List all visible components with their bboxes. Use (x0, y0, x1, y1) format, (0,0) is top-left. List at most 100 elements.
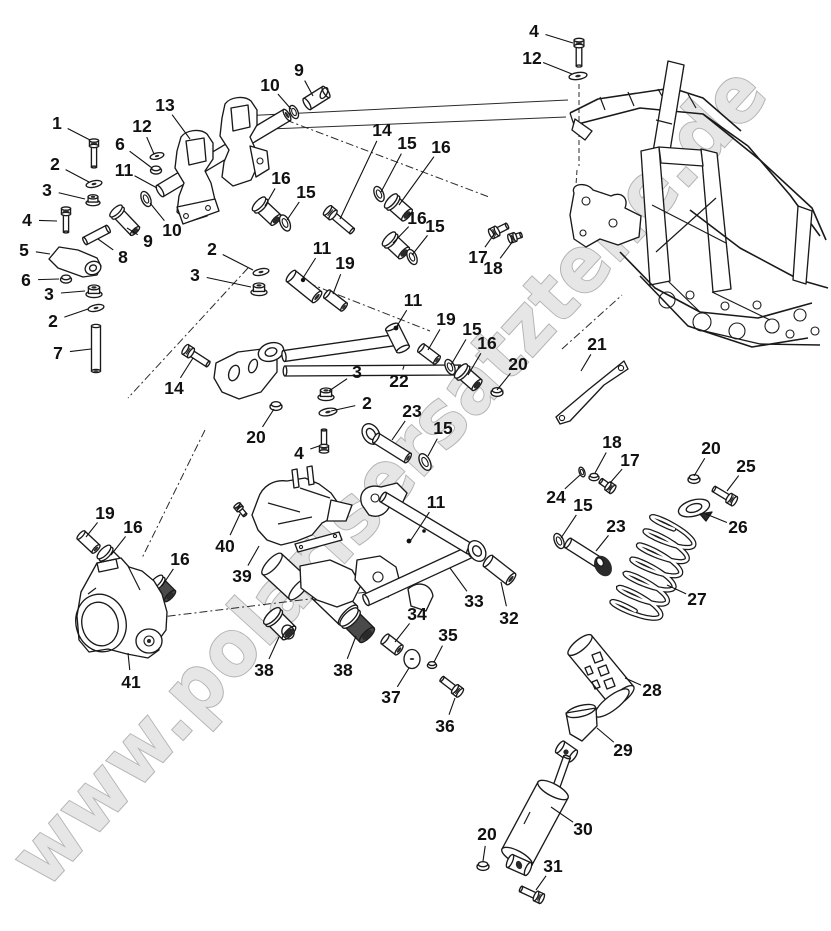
callout-label-37: 37 (381, 687, 400, 707)
callout-leader-4 (310, 445, 320, 450)
callout-label-23: 23 (402, 401, 422, 421)
callout-label-4: 4 (294, 443, 304, 463)
callout-label-9: 9 (143, 231, 153, 251)
callout-leader-18 (499, 240, 514, 259)
callout-label-34: 34 (407, 604, 427, 624)
callout-label-19: 19 (335, 253, 355, 273)
callout-leader-4 (545, 34, 574, 44)
callout-leader-16 (161, 568, 174, 587)
callout-leader-11 (302, 257, 317, 279)
callout-leader-3 (206, 276, 252, 288)
callout-leader-14 (179, 357, 194, 379)
callout-leader-37 (396, 667, 410, 688)
callout-label-28: 28 (642, 680, 662, 700)
callout-leader-23 (391, 420, 406, 441)
callout-leader-29 (596, 727, 615, 743)
callout-leader-39 (247, 545, 260, 566)
callout-leader-20 (693, 457, 706, 477)
callout-leader-4 (38, 219, 58, 222)
callout-label-19: 19 (95, 503, 115, 523)
callout-leader-35 (433, 645, 443, 663)
callout-leader-33 (449, 567, 468, 592)
callout-label-15: 15 (296, 182, 316, 202)
callout-label-20: 20 (701, 438, 721, 458)
callout-label-21: 21 (587, 334, 607, 354)
callout-label-40: 40 (215, 536, 235, 556)
callout-label-20: 20 (508, 354, 528, 374)
callout-leader-15 (380, 153, 402, 193)
callout-leader-20 (496, 372, 511, 391)
callout-leader-lines (35, 34, 740, 891)
callout-leader-16 (110, 536, 127, 556)
callout-leader-15 (560, 514, 577, 539)
callout-leader-12 (542, 61, 573, 75)
callout-leader-10 (149, 202, 165, 222)
callout-label-7: 7 (53, 343, 63, 363)
callout-leader-2 (65, 169, 90, 183)
callout-leader-16 (398, 156, 435, 206)
callout-leader-24 (564, 474, 581, 490)
callout-label-11: 11 (115, 160, 134, 180)
callout-label-16: 16 (477, 333, 497, 353)
callout-label-15: 15 (397, 133, 417, 153)
callout-label-38: 38 (333, 660, 353, 680)
callout-label-17: 17 (468, 247, 487, 267)
callout-leader-38 (346, 635, 357, 659)
callout-label-33: 33 (464, 591, 484, 611)
callout-leader-11 (410, 511, 430, 541)
callout-leader-25 (726, 475, 740, 492)
callout-leader-14 (339, 140, 378, 220)
callout-label-3: 3 (44, 284, 54, 304)
callout-leader-11 (134, 175, 158, 189)
callout-leader-31 (535, 875, 547, 891)
callout-leader-17 (484, 232, 496, 248)
callout-label-12: 12 (132, 116, 152, 136)
callout-label-29: 29 (613, 740, 633, 760)
callout-leader-41 (127, 652, 131, 671)
callout-label-14: 14 (372, 120, 392, 140)
callout-leader-16 (392, 226, 410, 244)
callout-label-10: 10 (162, 220, 182, 240)
callout-label-32: 32 (499, 608, 519, 628)
callout-label-27: 27 (687, 589, 706, 609)
callout-leader-6 (129, 150, 153, 169)
callout-leader-26 (705, 513, 728, 523)
callout-label-23: 23 (606, 516, 626, 536)
callout-label-3: 3 (190, 265, 200, 285)
callout-label-15: 15 (573, 495, 593, 515)
callout-leader-32 (500, 581, 507, 607)
callout-label-4: 4 (22, 210, 32, 230)
parts-artwork-layer (48, 37, 829, 905)
callout-label-35: 35 (438, 625, 458, 645)
callout-label-16: 16 (407, 208, 427, 228)
callout-leader-23 (595, 535, 609, 552)
callout-label-15: 15 (462, 319, 482, 339)
callout-leader-8 (97, 238, 114, 251)
callout-label-14: 14 (164, 378, 184, 398)
callout-label-11: 11 (427, 492, 446, 512)
callout-leader-15 (411, 235, 428, 256)
callout-leader-3 (60, 290, 86, 294)
callout-leader-6 (37, 278, 60, 281)
callout-label-3: 3 (42, 180, 52, 200)
callout-leader-30 (550, 806, 574, 823)
callout-leader-15 (286, 201, 300, 221)
callout-label-9: 9 (294, 60, 304, 80)
callout-leader-5 (35, 251, 51, 255)
callout-leader-28 (624, 677, 642, 686)
callout-label-18: 18 (483, 258, 503, 278)
callout-label-20: 20 (246, 427, 266, 447)
callout-label-2: 2 (207, 239, 217, 259)
callout-label-30: 30 (573, 819, 593, 839)
callout-leader-2 (330, 405, 356, 412)
callout-label-16: 16 (431, 137, 451, 157)
callout-label-2: 2 (362, 393, 372, 413)
callout-leader-19 (85, 522, 98, 538)
callout-label-6: 6 (115, 134, 125, 154)
callout-label-3: 3 (352, 362, 362, 382)
callout-label-5: 5 (19, 240, 29, 260)
callout-label-16: 16 (271, 168, 291, 188)
callout-leader-3 (58, 192, 86, 200)
callout-label-19: 19 (436, 309, 456, 329)
